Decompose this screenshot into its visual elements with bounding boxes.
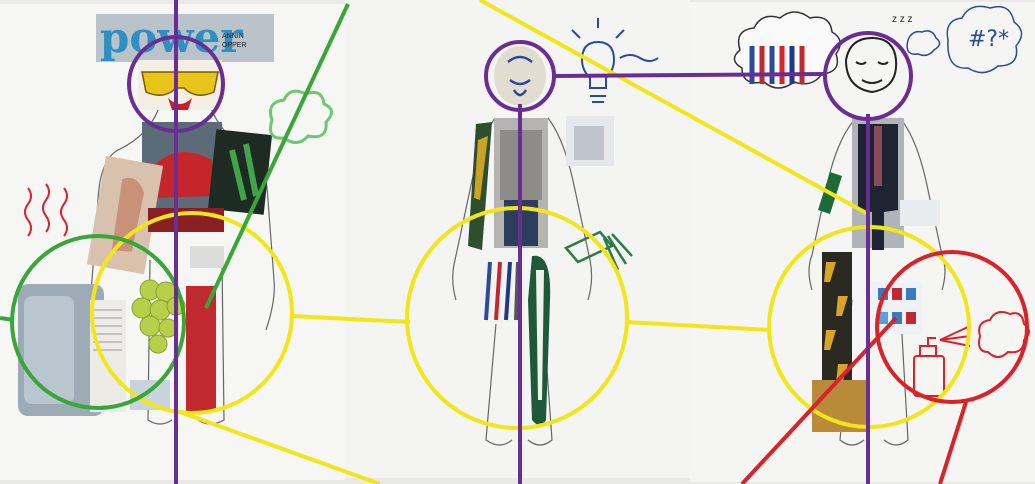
object-photo-inner — [574, 126, 604, 160]
tie — [874, 126, 882, 186]
thermos-highlight — [24, 296, 74, 404]
thought-symbols: #?* — [968, 27, 1009, 52]
label-photo — [900, 200, 940, 226]
wig-head — [494, 46, 546, 106]
snore-text: z z z — [892, 14, 913, 25]
magazine-byline-1: ANNIN — [222, 33, 244, 40]
small-photo — [190, 246, 224, 268]
magazine-byline-2: OPPER — [222, 42, 247, 49]
purple-head-link — [555, 74, 824, 76]
text-clipping — [90, 300, 126, 412]
red-panel — [186, 286, 216, 412]
